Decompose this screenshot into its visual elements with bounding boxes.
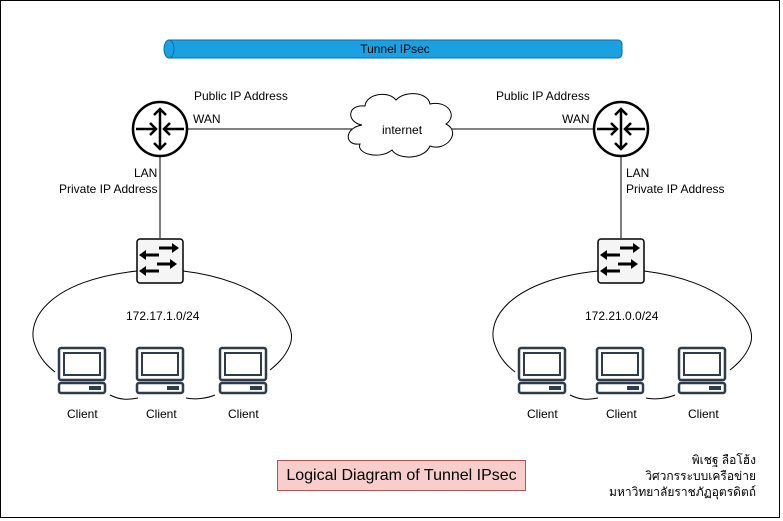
lan-label-right: LAN	[626, 166, 650, 180]
internet-label: internet	[382, 123, 423, 137]
subnet-ellipse-left	[32, 270, 292, 400]
tunnel-label: Tunnel IPsec	[360, 42, 430, 56]
diagram-title-text: Logical Diagram of Tunnel IPsec	[286, 466, 517, 484]
subnet-ellipse-right	[492, 270, 752, 400]
diagram-title: Logical Diagram of Tunnel IPsec	[277, 460, 526, 491]
client-computer-icon	[677, 346, 727, 395]
wan-label-right: WAN	[562, 112, 590, 126]
client-label: Client	[67, 407, 98, 421]
public-ip-label-right: Public IP Address	[496, 89, 590, 103]
client-computer-icon	[595, 346, 645, 395]
private-ip-label-right: Private IP Address	[626, 182, 725, 196]
router-right-icon	[592, 100, 650, 158]
subnet-label-right: 172.21.0.0/24	[585, 309, 659, 323]
client-computer-icon	[57, 346, 107, 395]
public-ip-label-left: Public IP Address	[194, 89, 288, 103]
tunnel-cylinder	[163, 39, 623, 59]
client-label: Client	[606, 407, 637, 421]
lan-label-left: LAN	[134, 166, 158, 180]
author-organization: มหาวิทยาลัยราชภัฏอุตรดิตถ์	[609, 485, 756, 499]
author-credit: พิเชฐ ลือโฮ้ง วิศวกรระบบเครือข่าย มหาวิท…	[609, 452, 756, 500]
subnet-label-left: 172.17.1.0/24	[126, 309, 200, 323]
private-ip-label-left: Private IP Address	[59, 182, 158, 196]
switch-right-icon	[596, 237, 646, 285]
client-computer-icon	[218, 346, 268, 395]
client-label: Client	[146, 407, 177, 421]
client-label: Client	[688, 407, 719, 421]
switch-left-icon	[135, 237, 185, 285]
client-label: Client	[527, 407, 558, 421]
author-name: พิเชฐ ลือโฮ้ง	[691, 453, 756, 467]
client-label: Client	[228, 407, 259, 421]
router-left-icon	[131, 100, 189, 158]
internet-cloud	[347, 93, 453, 158]
author-position: วิศวกรระบบเครือข่าย	[645, 469, 756, 483]
client-computer-icon	[517, 346, 567, 395]
client-computer-icon	[135, 346, 185, 395]
wan-label-left: WAN	[193, 112, 221, 126]
